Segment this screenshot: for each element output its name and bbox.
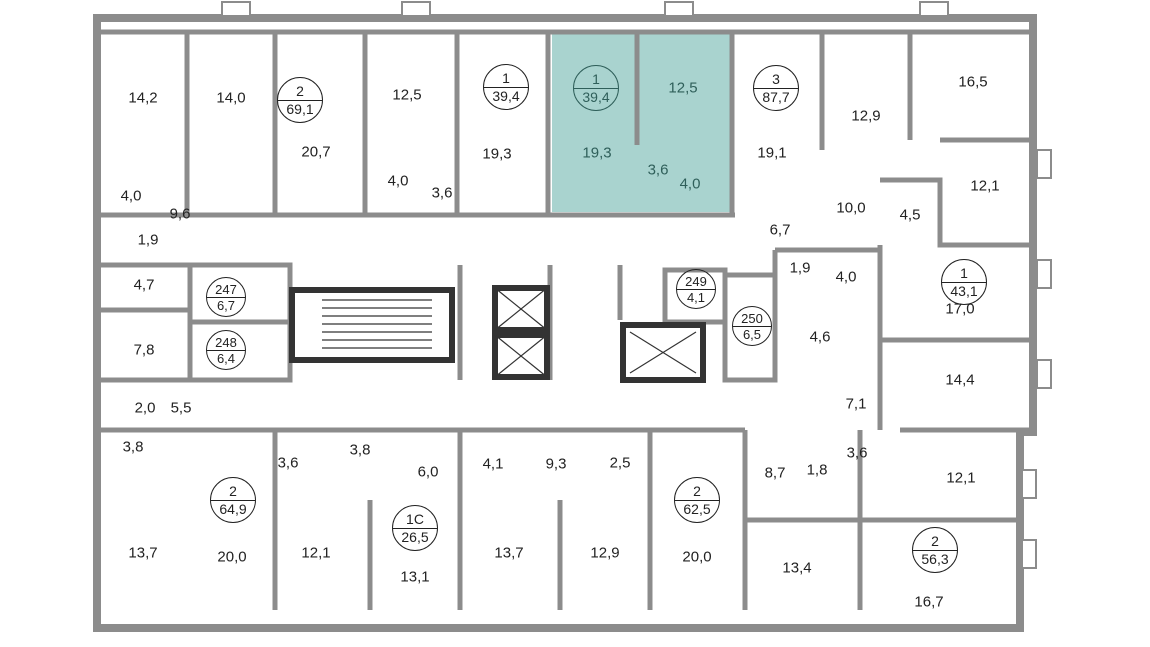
room-area: 1,9: [137, 231, 159, 249]
room-area: 7,8: [133, 341, 155, 359]
room-area: 4,7: [133, 276, 155, 294]
room-area: 8,7: [764, 464, 786, 482]
unit-area: 4,1: [686, 289, 706, 305]
room-count: 1С: [393, 511, 437, 529]
room-count: 1: [942, 265, 986, 283]
unit-area: 6,7: [216, 297, 236, 313]
room-area: 12,5: [392, 86, 422, 104]
room-count: 2: [913, 533, 957, 551]
room-count: 2: [675, 483, 719, 501]
room-area: 5,5: [170, 399, 192, 417]
room-area: 3,6: [431, 184, 453, 202]
room-area: 2,0: [134, 399, 156, 417]
room-area: 13,7: [494, 544, 524, 562]
unit-number: 249: [677, 274, 715, 290]
room-area: 20,0: [682, 548, 712, 566]
apartment-area: 56,3: [921, 550, 949, 567]
room-area: 2,5: [609, 454, 631, 472]
room-area: 19,3: [582, 144, 612, 162]
room-area: 3,8: [122, 438, 144, 456]
unit-number: 250: [733, 311, 771, 327]
apartment-area: 43,1: [950, 282, 978, 299]
room-area: 4,5: [899, 206, 921, 224]
room-count: 3: [754, 71, 798, 89]
room-area: 9,3: [545, 455, 567, 473]
apartment-area: 39,4: [582, 88, 610, 105]
unit-area: 6,5: [742, 326, 762, 342]
room-area: 4,0: [120, 187, 142, 205]
apartment-area: 64,9: [219, 500, 247, 517]
room-area: 6,7: [769, 221, 791, 239]
room-area: 3,6: [846, 444, 868, 462]
unit-area: 6,4: [216, 350, 236, 366]
room-area: 20,7: [301, 143, 331, 161]
room-area: 12,1: [946, 469, 976, 487]
room-area: 13,4: [782, 559, 812, 577]
room-area: 4,0: [387, 172, 409, 190]
room-area: 12,9: [851, 107, 881, 125]
apartment-area: 69,1: [286, 100, 314, 117]
room-count: 2: [211, 483, 255, 501]
room-area: 3,6: [277, 454, 299, 472]
room-area: 7,1: [845, 395, 867, 413]
room-area: 4,6: [809, 328, 831, 346]
room-area: 17,0: [945, 300, 975, 318]
room-area: 4,0: [835, 268, 857, 286]
room-area: 3,8: [349, 441, 371, 459]
room-area: 13,1: [400, 568, 430, 586]
apartment-area: 87,7: [762, 88, 790, 105]
room-area: 16,7: [914, 593, 944, 611]
room-area: 12,1: [970, 177, 1000, 195]
room-area: 14,2: [128, 89, 158, 107]
room-area: 13,7: [128, 544, 158, 562]
room-area: 19,1: [757, 144, 787, 162]
room-count: 2: [278, 83, 322, 101]
room-area: 1,8: [806, 461, 828, 479]
unit-number: 247: [207, 282, 245, 298]
room-area: 1,9: [789, 259, 811, 277]
room-area: 9,6: [169, 205, 191, 223]
room-area: 14,4: [945, 371, 975, 389]
room-area: 14,0: [216, 89, 246, 107]
room-area: 4,0: [679, 175, 701, 193]
highlighted-apartment-fill[interactable]: [552, 32, 730, 212]
room-count: 1: [484, 70, 528, 88]
unit-number: 248: [207, 335, 245, 351]
room-area: 6,0: [417, 463, 439, 481]
room-area: 19,3: [482, 145, 512, 163]
apartment-area: 39,4: [492, 87, 520, 104]
room-count: 1: [574, 71, 618, 89]
room-area: 16,5: [958, 73, 988, 91]
apartment-area: 26,5: [401, 528, 429, 545]
room-area: 4,1: [482, 455, 504, 473]
room-area: 12,5: [668, 79, 698, 97]
room-area: 20,0: [217, 548, 247, 566]
room-area: 12,9: [590, 544, 620, 562]
room-area: 3,6: [647, 161, 669, 179]
room-area: 12,1: [301, 544, 331, 562]
room-area: 10,0: [836, 199, 866, 217]
apartment-area: 62,5: [683, 500, 711, 517]
